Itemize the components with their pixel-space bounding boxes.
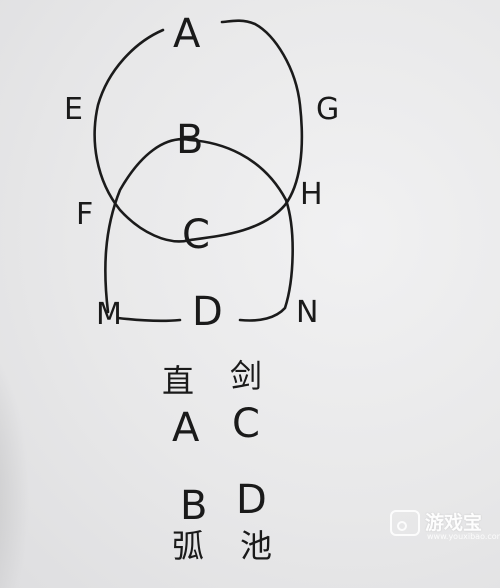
node-label-a: A	[173, 11, 201, 57]
upper-loop-curve	[93, 19, 304, 243]
answer-word-4: 池	[240, 527, 273, 565]
answer-word-1: 直	[162, 362, 195, 400]
node-label-b: B	[176, 117, 204, 163]
node-label-h: H	[300, 177, 323, 212]
lower-arch-curve	[104, 137, 294, 322]
node-label-m: M	[96, 297, 122, 332]
gamepad-icon	[390, 510, 420, 536]
watermark-url: www.youxibao.com	[427, 532, 500, 541]
node-label-n: N	[296, 295, 319, 330]
answer-letter-c: C	[232, 401, 260, 447]
bottom-left-curve	[116, 316, 182, 323]
watermark: 游戏宝 www.youxibao.com	[390, 508, 500, 542]
node-label-f: F	[76, 197, 94, 232]
answer-word-2: 剑	[230, 357, 263, 395]
node-label-d: D	[192, 289, 223, 335]
watermark-name: 游戏宝	[425, 512, 483, 534]
answer-letter-d: D	[236, 477, 267, 523]
node-label-g: G	[316, 92, 340, 127]
paper-shadow	[0, 330, 30, 588]
node-label-c: C	[182, 212, 210, 258]
answer-letter-b: B	[180, 483, 208, 529]
answer-letter-a: A	[172, 405, 200, 451]
answer-word-3: 弧	[172, 527, 205, 565]
node-label-e: E	[64, 92, 83, 127]
